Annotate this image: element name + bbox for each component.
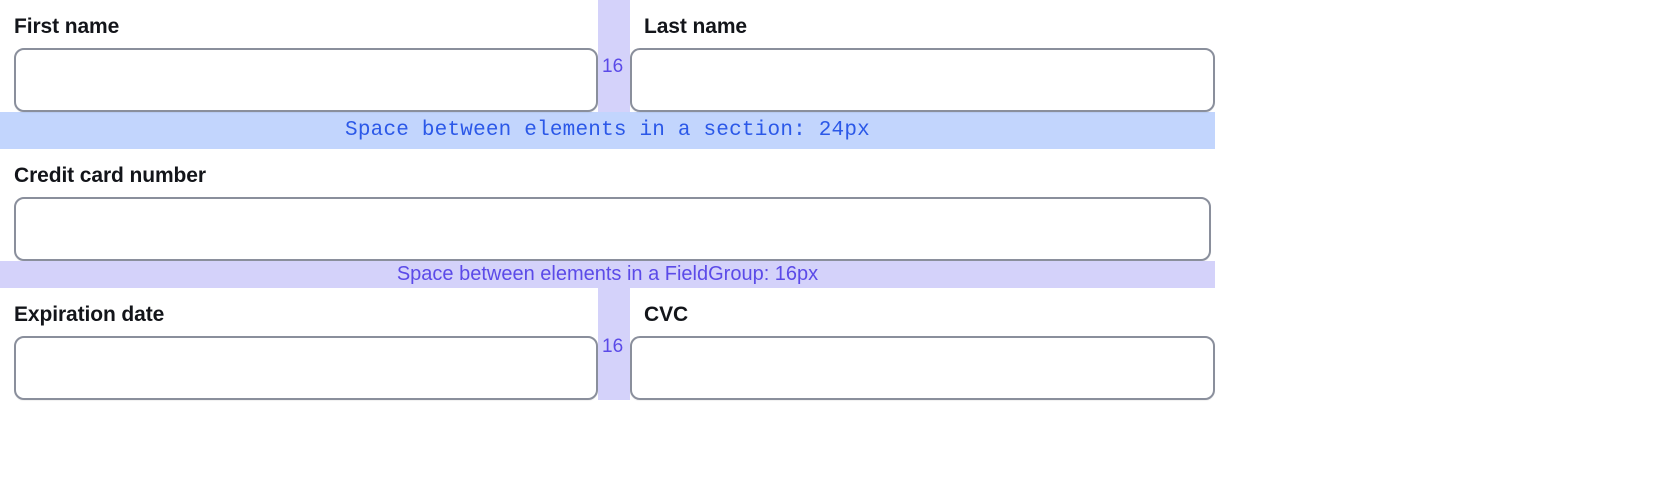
expiry-row: Expiration date 16 CVC: [0, 288, 1215, 400]
annotation-band-section-spacing: Space between elements in a section: 24p…: [0, 112, 1215, 149]
column-gap-marker-name-row: 16: [598, 0, 630, 112]
field-last-name: Last name: [630, 0, 1215, 112]
label-credit-card-number: Credit card number: [14, 164, 206, 187]
field-expiration-date: Expiration date: [0, 288, 598, 400]
card-row: Credit card number: [0, 149, 1215, 261]
field-cvc: CVC: [630, 288, 1215, 400]
annotation-band-fieldgroup-spacing: Space between elements in a FieldGroup: …: [0, 261, 1215, 288]
field-first-name: First name: [0, 0, 598, 112]
label-last-name: Last name: [644, 15, 747, 38]
column-gap-marker-expiry-row: 16: [598, 288, 630, 400]
input-last-name[interactable]: [630, 48, 1215, 112]
label-expiration-date: Expiration date: [14, 303, 165, 326]
label-first-name: First name: [14, 15, 120, 38]
input-cvc[interactable]: [630, 336, 1215, 400]
input-expiration-date[interactable]: [14, 336, 598, 400]
label-cvc: CVC: [644, 303, 689, 326]
name-row: First name 16 Last name: [0, 0, 1215, 112]
form-content: First name 16 Last name Space between el…: [0, 0, 1215, 408]
bottom-spacer: [0, 400, 1215, 408]
input-credit-card-number[interactable]: [14, 197, 1211, 261]
input-first-name[interactable]: [14, 48, 598, 112]
column-gap-value: 16: [602, 336, 624, 357]
column-gap-value: 16: [602, 56, 624, 77]
